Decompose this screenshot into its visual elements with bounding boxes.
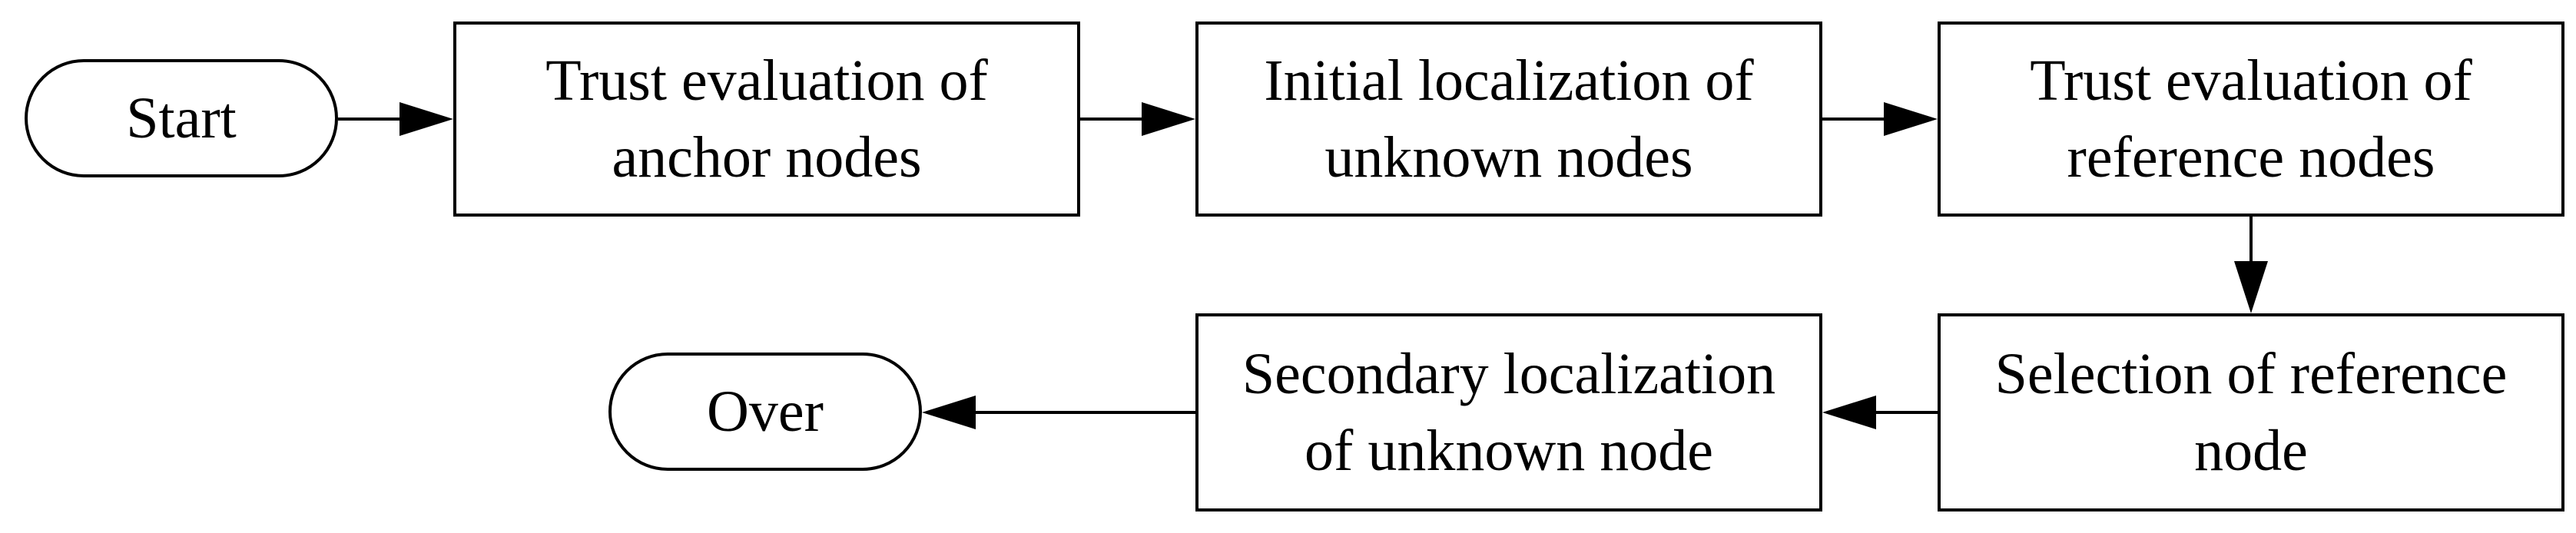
- trust-evaluation-anchor-nodes-box: Trust evaluation of anchor nodes: [453, 22, 1080, 217]
- trust-evaluation-anchor-nodes-label: Trust evaluation of anchor nodes: [545, 48, 988, 190]
- initial-localization-label: Initial localization of unknown nodes: [1264, 48, 1754, 190]
- initial-localization-box: Initial localization of unknown nodes: [1195, 22, 1822, 217]
- secondary-localization-label: Secondary localization of unknown node: [1242, 342, 1776, 483]
- start-terminal: Start: [25, 59, 338, 177]
- over-label: Over: [707, 379, 824, 444]
- arrow-start-to-trust-anchor: [338, 102, 453, 136]
- arrow-secondary-localization-to-over: [922, 396, 1195, 429]
- arrow-trust-reference-to-selection: [2234, 217, 2268, 313]
- trust-evaluation-reference-nodes-label: Trust evaluation of reference nodes: [2030, 48, 2472, 190]
- selection-reference-node-label: Selection of reference node: [1994, 342, 2508, 483]
- arrow-trust-anchor-to-initial-localization: [1080, 102, 1195, 136]
- over-terminal: Over: [608, 353, 922, 471]
- secondary-localization-box: Secondary localization of unknown node: [1195, 313, 1822, 511]
- arrow-initial-localization-to-trust-reference: [1822, 102, 1938, 136]
- start-label: Start: [126, 86, 237, 151]
- arrow-selection-to-secondary-localization: [1822, 396, 1938, 429]
- selection-reference-node-box: Selection of reference node: [1938, 313, 2564, 511]
- trust-evaluation-reference-nodes-box: Trust evaluation of reference nodes: [1938, 22, 2564, 217]
